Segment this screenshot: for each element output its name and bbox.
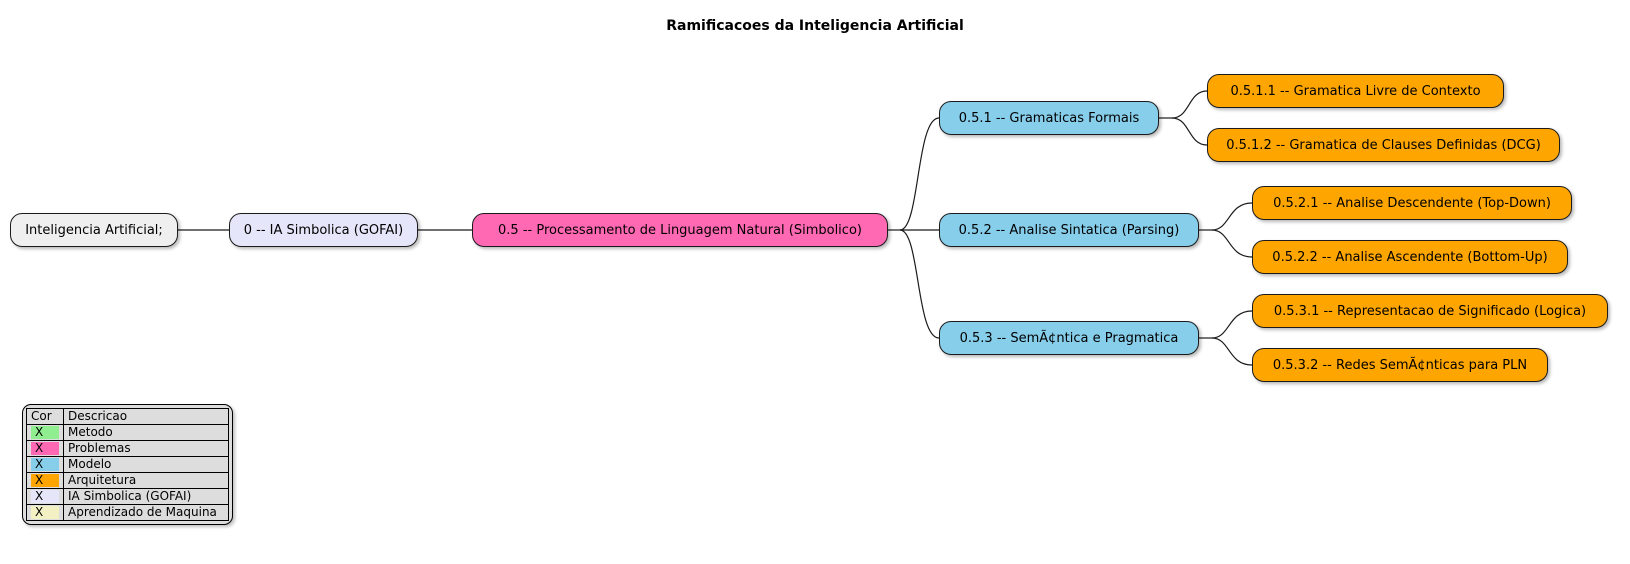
legend-label-arquitetura: Arquitetura	[63, 472, 229, 489]
mindmap-node-0-5-2-2: 0.5.2.2 -- Analise Ascendente (Bottom-Up…	[1252, 240, 1568, 274]
legend-swatch-modelo: X	[31, 458, 59, 471]
legend-table: Cor Descricao X Metodo X Problemas X Mod…	[26, 408, 229, 521]
legend-label-ia-simbolica: IA Simbolica (GOFAI)	[63, 488, 229, 505]
edge-053-0531	[1211, 310, 1253, 339]
mindmap-node-0-5-1-1: 0.5.1.1 -- Gramatica Livre de Contexto	[1207, 74, 1504, 108]
legend-swatch-metodo: X	[31, 426, 59, 439]
edge-052-0522	[1211, 229, 1253, 258]
legend-header-descricao: Descricao	[63, 408, 229, 425]
mindmap-node-0-5: 0.5 -- Processamento de Linguagem Natura…	[472, 213, 888, 247]
mindmap-node-0-5-1-2: 0.5.1.2 -- Gramatica de Clauses Definida…	[1207, 128, 1560, 162]
edge-05-051	[899, 117, 940, 231]
legend-row-arquitetura: X Arquitetura	[26, 472, 229, 489]
legend-row-metodo: X Metodo	[26, 424, 229, 441]
legend-swatch-aprendizado: X	[31, 506, 59, 519]
legend-row-problemas: X Problemas	[26, 440, 229, 457]
mindmap-node-0-5-3-2: 0.5.3.2 -- Redes SemÃ¢nticas para PLN	[1252, 348, 1548, 382]
edge-052-0521	[1211, 202, 1253, 231]
mindmap-node-root: Inteligencia Artificial;	[10, 213, 178, 247]
mindmap-node-0-5-1: 0.5.1 -- Gramaticas Formais	[939, 101, 1159, 135]
legend-row-ia-simbolica: X IA Simbolica (GOFAI)	[26, 488, 229, 505]
legend: Cor Descricao X Metodo X Problemas X Mod…	[22, 404, 233, 525]
legend-swatch-arquitetura: X	[31, 474, 59, 487]
legend-label-metodo: Metodo	[63, 424, 229, 441]
edge-051-0512	[1171, 117, 1208, 146]
mindmap-node-0-5-3-1: 0.5.3.1 -- Representacao de Significado …	[1252, 294, 1608, 328]
legend-header-cor: Cor	[26, 408, 64, 425]
mindmap-node-0-5-2: 0.5.2 -- Analise Sintatica (Parsing)	[939, 213, 1199, 247]
legend-swatch-problemas: X	[31, 442, 59, 455]
legend-swatch-ia-simbolica: X	[31, 490, 59, 503]
legend-label-aprendizado: Aprendizado de Maquina	[63, 504, 229, 521]
edge-051-0511	[1171, 90, 1208, 119]
mindmap-node-0-5-3: 0.5.3 -- SemÃ¢ntica e Pragmatica	[939, 321, 1199, 355]
legend-label-problemas: Problemas	[63, 440, 229, 457]
edge-053-0532	[1211, 337, 1253, 366]
legend-label-modelo: Modelo	[63, 456, 229, 473]
legend-row-aprendizado: X Aprendizado de Maquina	[26, 504, 229, 521]
edge-05-053	[899, 229, 940, 339]
diagram-title: Ramificacoes da Inteligencia Artificial	[666, 18, 964, 34]
legend-row-modelo: X Modelo	[26, 456, 229, 473]
legend-header-row: Cor Descricao	[26, 408, 229, 425]
mindmap-node-0-5-2-1: 0.5.2.1 -- Analise Descendente (Top-Down…	[1252, 186, 1572, 220]
mindmap-node-0: 0 -- IA Simbolica (GOFAI)	[229, 213, 418, 247]
